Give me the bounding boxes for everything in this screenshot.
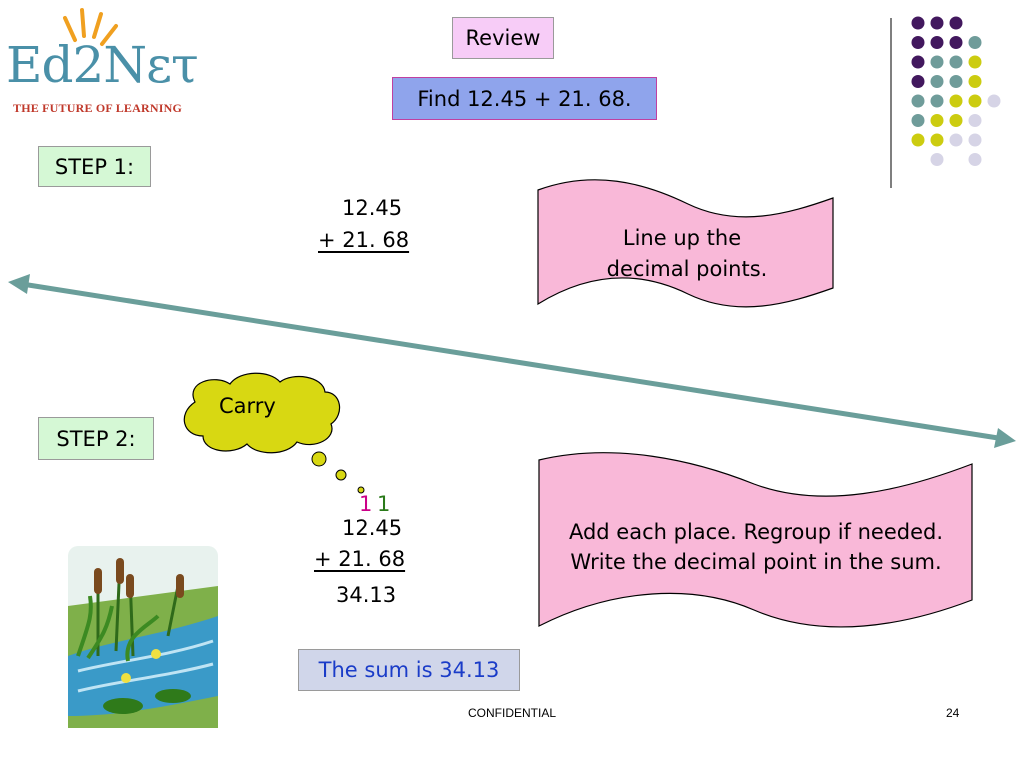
problem-statement: Find 12.45 + 21. 68.	[392, 77, 657, 120]
logo-sun-rays	[63, 8, 118, 46]
decorative-dot	[930, 133, 944, 147]
step2-addend2: + 21. 68	[314, 547, 406, 571]
decorative-dot	[930, 16, 944, 30]
logo-brand: Ed2Nετ	[6, 36, 199, 94]
step2-note-banner	[538, 452, 973, 628]
step2-note-line1: Add each place. Regroup if needed.	[568, 520, 944, 544]
decorative-dot	[968, 55, 982, 69]
carry-digit-ones: 1	[377, 492, 391, 516]
decorative-dot	[930, 55, 944, 69]
pond-cattails-clipart	[68, 546, 218, 728]
logo-tagline: THE FUTURE OF LEARNING	[13, 101, 182, 115]
decorative-dot	[949, 133, 963, 147]
decorative-dot	[968, 114, 982, 127]
decorative-dot	[911, 133, 925, 147]
decorative-dot	[949, 55, 963, 69]
decorative-dot	[949, 16, 963, 30]
step1-label: STEP 1:	[38, 146, 151, 187]
step1-addend1: 12.45	[342, 196, 403, 220]
carry-digit-tenths: 1	[359, 492, 373, 516]
review-title: Review	[452, 17, 554, 59]
decorative-dot	[968, 133, 982, 147]
decorative-dot	[911, 94, 925, 108]
decorative-dot	[911, 114, 925, 127]
step2-note-line2: Write the decimal point in the sum.	[570, 550, 942, 574]
decorative-dot	[930, 36, 944, 49]
decorative-dot	[911, 75, 925, 88]
step1-note-line2: decimal points.	[606, 257, 768, 281]
decorative-dot	[930, 94, 944, 108]
decorative-dot	[968, 75, 982, 88]
result-box: The sum is 34.13	[298, 649, 520, 691]
footer-confidential: CONFIDENTIAL	[467, 706, 556, 720]
page-number: 24	[946, 706, 960, 720]
decorative-dot-grid	[890, 16, 1001, 188]
divider-arrow	[8, 274, 1016, 448]
step2-sum: 34.13	[336, 583, 397, 607]
carry-label: Carry	[219, 394, 276, 418]
decorative-dot	[968, 94, 982, 108]
decorative-dot	[949, 36, 963, 49]
carry-thought-cloud	[183, 372, 365, 494]
decorative-dot	[930, 75, 944, 88]
logo: Ed2Nετ THE FUTURE OF LEARNING	[4, 2, 204, 117]
decorative-dot	[968, 36, 982, 49]
step1-note-line1: Line up the	[622, 226, 742, 250]
decorative-dot	[968, 153, 982, 166]
decorative-dot	[949, 114, 963, 127]
step2-label: STEP 2:	[38, 417, 154, 460]
decorative-dot	[911, 55, 925, 69]
decorative-dot	[949, 75, 963, 88]
decorative-dot	[930, 153, 944, 166]
step1-note-banner	[537, 179, 834, 308]
decorative-dot	[911, 16, 925, 30]
decorative-dot	[987, 94, 1001, 108]
step1-addend2: + 21. 68	[318, 228, 410, 252]
step2-addend1: 12.45	[342, 516, 403, 540]
decorative-dot	[949, 94, 963, 108]
decorative-dot	[930, 114, 944, 127]
decorative-dot	[911, 36, 925, 49]
